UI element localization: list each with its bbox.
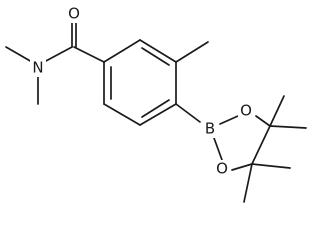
ring-bond-5 xyxy=(103,103,141,126)
atom-label-carbonyl-oxygen: O xyxy=(68,5,80,23)
ring-bond-4 xyxy=(139,103,177,126)
benzene-ring xyxy=(103,39,177,126)
ring-bond-1 xyxy=(103,39,141,63)
atom-label-ring-oxygen-upper: O xyxy=(240,102,252,120)
pinacol-boronate-group xyxy=(175,95,307,203)
bond-c-upper-methyl-b xyxy=(269,125,307,129)
ring-bond-2-inner xyxy=(141,47,170,66)
bond-boron-o-upper xyxy=(219,115,239,125)
bond-c-lower-methyl-b xyxy=(243,163,253,203)
bond-c-upper-methyl-a xyxy=(269,95,285,127)
bond-carbonyl-c-ring xyxy=(73,46,105,63)
bond-ring-boron xyxy=(175,103,201,123)
bond-boron-o-lower xyxy=(213,137,223,161)
atom-label-ring-oxygen-lower: O xyxy=(216,160,228,178)
ring-bond-4-inner xyxy=(141,99,170,118)
bond-ring-methyl xyxy=(175,41,209,63)
bond-o-upper-c xyxy=(255,115,271,127)
bond-n-methyl-left xyxy=(5,46,33,63)
bond-cc-pinacol xyxy=(251,125,271,165)
bond-c-lower-methyl-a xyxy=(251,163,291,169)
atom-label-boron: B xyxy=(205,120,215,138)
atom-label-amide-nitrogen: N xyxy=(32,59,43,77)
chemical-structure-diagram: O N B O O xyxy=(5,5,307,203)
bond-o-lower-c xyxy=(231,163,253,171)
amide-group xyxy=(5,21,105,105)
bond-carbonyl-c-n xyxy=(43,46,73,63)
atom-labels: O N B O O xyxy=(30,5,254,178)
ring-bond-2 xyxy=(139,39,177,63)
